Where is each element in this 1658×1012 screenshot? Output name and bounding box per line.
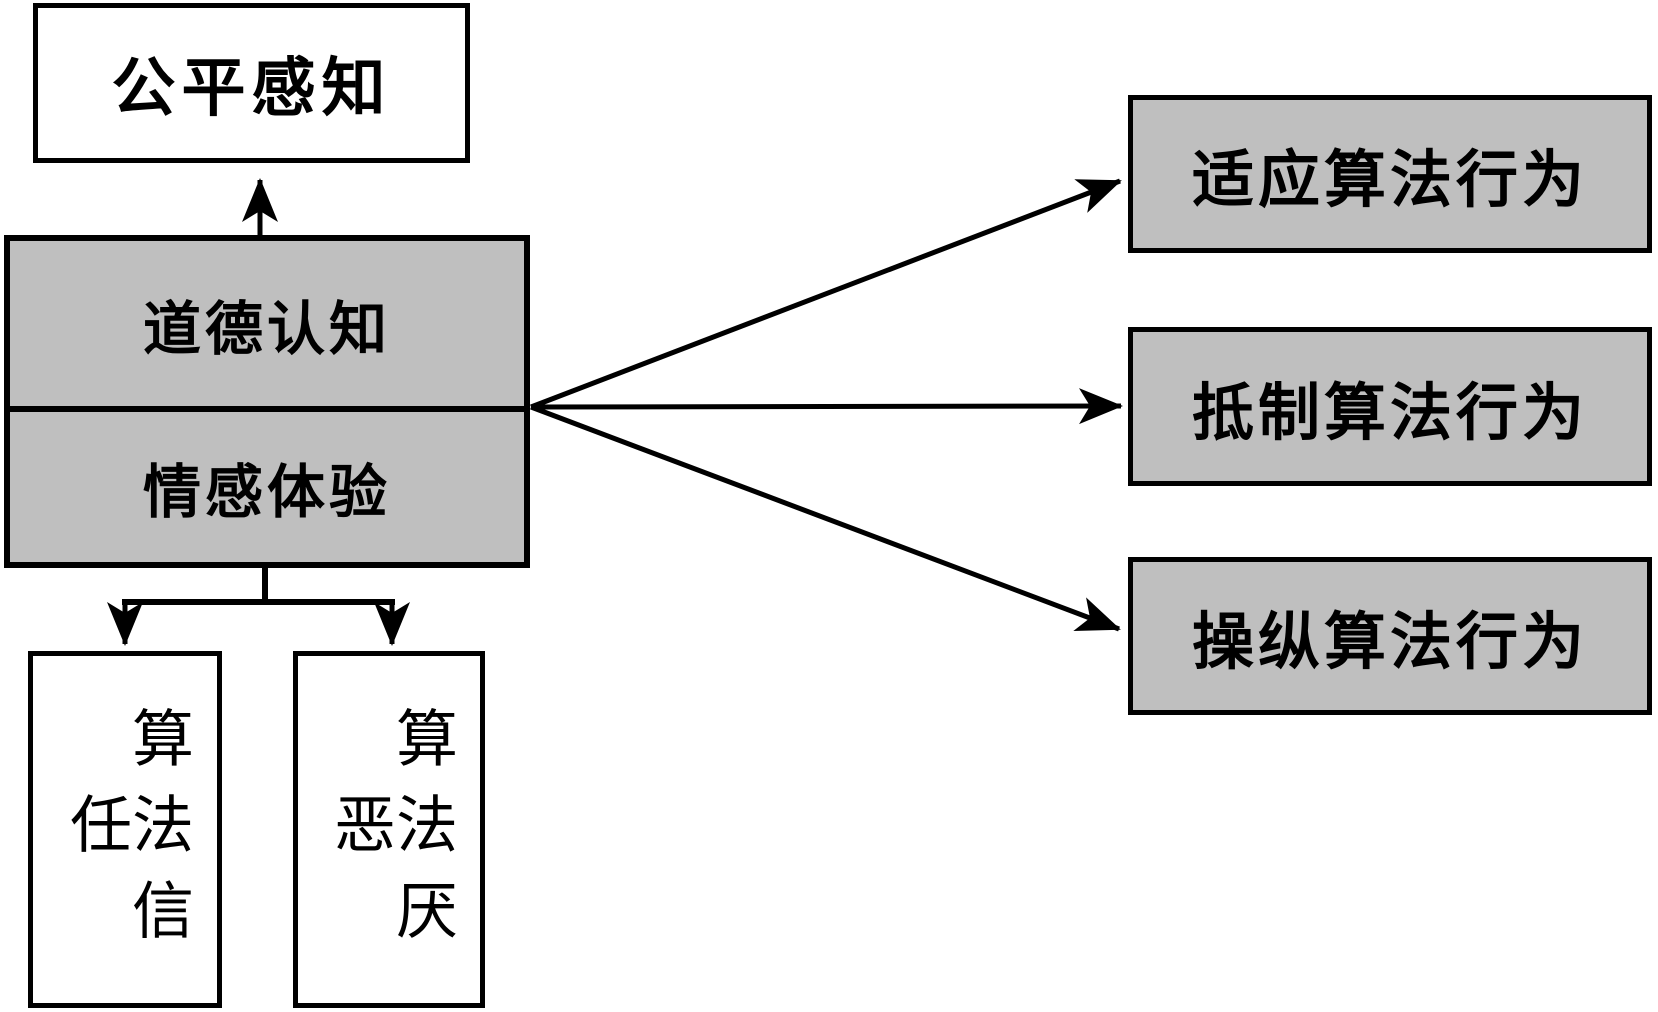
node-manipulate-algorithm-behavior: 操纵算法行为 [1128,557,1652,715]
node-algorithm-aversion-label: 算法厌恶 [324,705,454,964]
node-algorithm-aversion: 算法厌恶 [293,651,485,1008]
node-moral-cognition-label: 道德认知 [142,296,391,362]
node-cognition-emotion: 道德认知 情感体验 [4,235,530,568]
node-moral-cognition: 道德认知 [10,241,524,412]
node-fairness-perception-label: 公平感知 [111,53,392,124]
node-algorithm-trust-label: 算法信任 [60,705,190,964]
node-algorithm-trust: 算法信任 [28,651,222,1008]
edge-to-adapt-arrow [530,178,1122,410]
node-adapt-algorithm-behavior-label: 适应算法行为 [1191,147,1588,215]
node-manipulate-algorithm-behavior-label: 操纵算法行为 [1191,609,1588,677]
edge-to-manipulate-arrow [530,404,1121,632]
node-resist-algorithm-behavior-label: 抵制算法行为 [1191,379,1588,448]
node-resist-algorithm-behavior: 抵制算法行为 [1128,327,1652,486]
node-emotional-experience: 情感体验 [10,412,524,562]
node-emotional-experience-label: 情感体验 [142,460,391,525]
node-adapt-algorithm-behavior: 适应算法行为 [1128,95,1652,253]
node-fairness-perception: 公平感知 [33,3,470,163]
edge-to-resist-arrow [530,388,1123,425]
